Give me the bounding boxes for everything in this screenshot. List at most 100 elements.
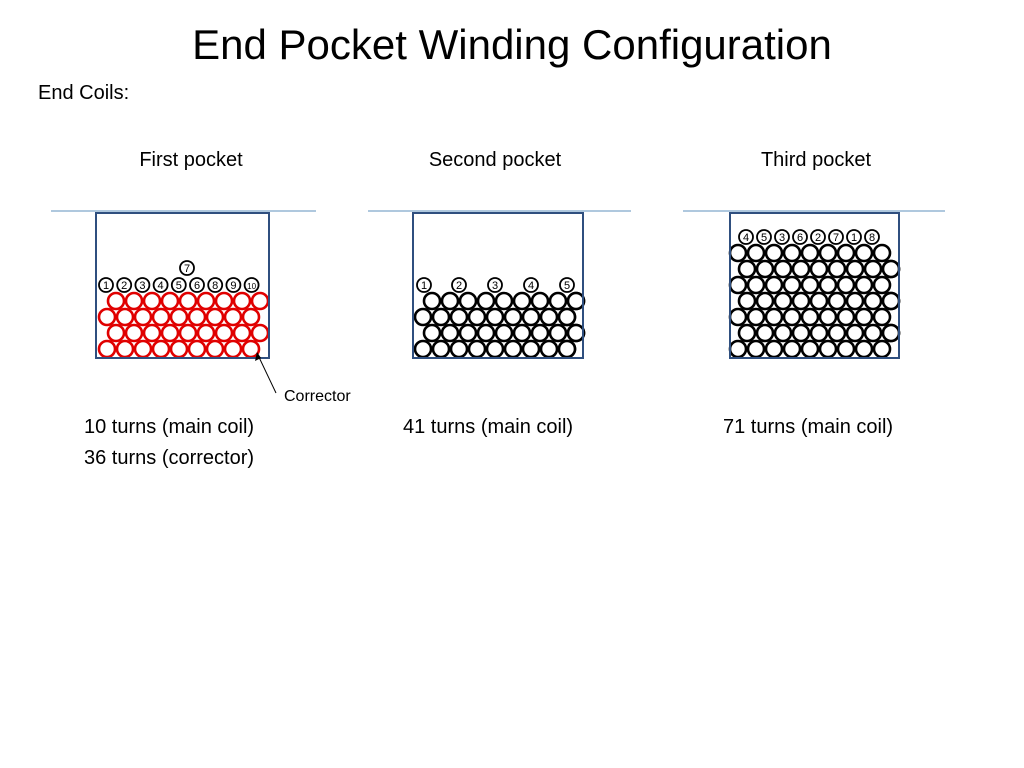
third-pocket-coil-47 — [773, 323, 793, 343]
third-pocket-coil-5 — [818, 243, 838, 263]
second-pocket-coil-25 — [548, 323, 568, 343]
third-pocket-coil-65 — [881, 323, 901, 343]
first-pocket-turn-1-number: 1 — [103, 280, 109, 292]
third-pocket-turn-7 — [828, 229, 844, 245]
second-pocket-coil-28 — [431, 339, 451, 359]
second-pocket-turn-5 — [559, 277, 575, 293]
third-pocket-turns: 71 turns (main coil) — [723, 412, 893, 443]
second-pocket-coil-21 — [476, 323, 496, 343]
corrector-coil-21 — [160, 323, 180, 343]
second-pocket-coil-12 — [467, 307, 487, 327]
second-pocket-turn-3-number: 3 — [492, 280, 498, 292]
corrector-coil-19 — [124, 323, 144, 343]
second-pocket-coil-30 — [467, 339, 487, 359]
third-pocket-turn-2 — [810, 229, 826, 245]
third-pocket-coil-60 — [836, 339, 856, 359]
corrector-coil-24 — [214, 323, 234, 343]
second-pocket-coil-27 — [413, 339, 433, 359]
third-pocket-coil-12 — [791, 259, 811, 279]
second-pocket-turn-5-number: 5 — [564, 280, 570, 292]
first-pocket-turn-4 — [152, 277, 169, 293]
corrector-coil-18 — [106, 323, 126, 343]
second-pocket-turn-3 — [487, 277, 503, 293]
third-pocket-coil-20 — [764, 275, 784, 295]
third-pocket-coil-61 — [854, 339, 874, 359]
corrector-arrow — [256, 352, 277, 394]
third-pocket-coil-23 — [818, 275, 838, 295]
corrector-coil-25 — [232, 323, 252, 343]
first-pocket-label: First pocket — [139, 149, 243, 171]
second-pocket-coil-20 — [458, 323, 478, 343]
first-pocket-corrector-turns: 36 turns (corrector) — [84, 447, 255, 469]
third-pocket-coil-26 — [872, 275, 892, 295]
second-pocket-coil-19 — [440, 323, 460, 343]
second-pocket-turn-2-number: 2 — [456, 280, 462, 292]
corrector-coil-1 — [124, 291, 144, 311]
first-pocket-turn-2 — [116, 277, 133, 293]
first-pocket-turn-8-number: 8 — [212, 280, 218, 292]
third-pocket-coil-39 — [782, 307, 802, 327]
second-pocket-coil-23 — [512, 323, 532, 343]
third-pocket-coil-48 — [791, 323, 811, 343]
corrector-coil-12 — [151, 307, 171, 327]
first-pocket-turn-8 — [207, 277, 224, 293]
third-pocket-coil-18 — [728, 275, 748, 295]
second-pocket-coil-0 — [422, 291, 442, 311]
corrector-coil-22 — [178, 323, 198, 343]
third-pocket-turn-5 — [756, 229, 772, 245]
third-pocket-turn-1-number: 1 — [851, 232, 857, 244]
third-pocket-turn-4-number: 4 — [743, 232, 749, 244]
third-pocket-turn-8 — [864, 229, 880, 245]
first-pocket-turn-3 — [134, 277, 151, 293]
second-pocket-coil-31 — [485, 339, 505, 359]
corrector-annotation: Corrector — [284, 388, 351, 405]
third-pocket-coil-43 — [854, 307, 874, 327]
first-pocket-turn-5 — [170, 277, 187, 293]
second-pocket-main-turns: 41 turns (main coil) — [403, 416, 574, 438]
third-pocket-coil-36 — [728, 307, 748, 327]
third-pocket-coil-6 — [836, 243, 856, 263]
first-pocket-turn-7 — [179, 260, 195, 276]
third-pocket-turn-3-number: 3 — [779, 232, 785, 244]
third-pocket-coil-1 — [746, 243, 766, 263]
third-pocket-coil-42 — [836, 307, 856, 327]
corrector-coil-26 — [250, 323, 270, 343]
first-pocket-turn-1 — [98, 277, 114, 293]
third-pocket-coil-21 — [782, 275, 802, 295]
second-pocket-coil-29 — [449, 339, 469, 359]
first-pocket-turn-10-number: 10 — [247, 282, 256, 291]
third-pocket-turn-7-number: 7 — [833, 232, 839, 244]
first-pocket-box — [95, 212, 270, 359]
second-pocket-coil-22 — [494, 323, 514, 343]
second-pocket-coil-15 — [521, 307, 541, 327]
page-title: End Pocket Winding Configuration — [192, 21, 832, 68]
second-pocket-coil-5 — [512, 291, 532, 311]
first-pocket-turn-5-number: 5 — [176, 280, 182, 292]
third-pocket-coil-24 — [836, 275, 856, 295]
second-pocket-coil-3 — [476, 291, 496, 311]
third-pocket-turn-8-number: 8 — [869, 232, 875, 244]
third-pocket-coil-2 — [764, 243, 784, 263]
third-pocket-coil-30 — [791, 291, 811, 311]
second-pocket-coil-36 — [566, 291, 586, 311]
corrector-coil-30 — [151, 339, 171, 359]
second-pocket-coil-2 — [458, 291, 478, 311]
second-pocket-coil-9 — [413, 307, 433, 327]
second-pocket-coil-34 — [539, 339, 559, 359]
third-pocket-coil-16 — [863, 259, 883, 279]
third-pocket-coil-22 — [800, 275, 820, 295]
first-pocket-turn-10 — [243, 277, 260, 293]
third-pocket-turn-4 — [738, 229, 754, 245]
first-pocket-turn-4-number: 4 — [158, 280, 164, 292]
corrector-coil-32 — [187, 339, 207, 359]
third-pocket-coil-25 — [854, 275, 874, 295]
second-pocket-coil-13 — [485, 307, 505, 327]
second-pocket-coil-10 — [431, 307, 451, 327]
corrector-coil-23 — [196, 323, 216, 343]
corrector-coil-11 — [133, 307, 153, 327]
third-pocket-coil-64 — [881, 291, 901, 311]
third-pocket-coil-13 — [809, 259, 829, 279]
third-pocket-coil-9 — [737, 259, 757, 279]
first-pocket-turn-6 — [189, 277, 205, 293]
corrector-coil-34 — [223, 339, 243, 359]
